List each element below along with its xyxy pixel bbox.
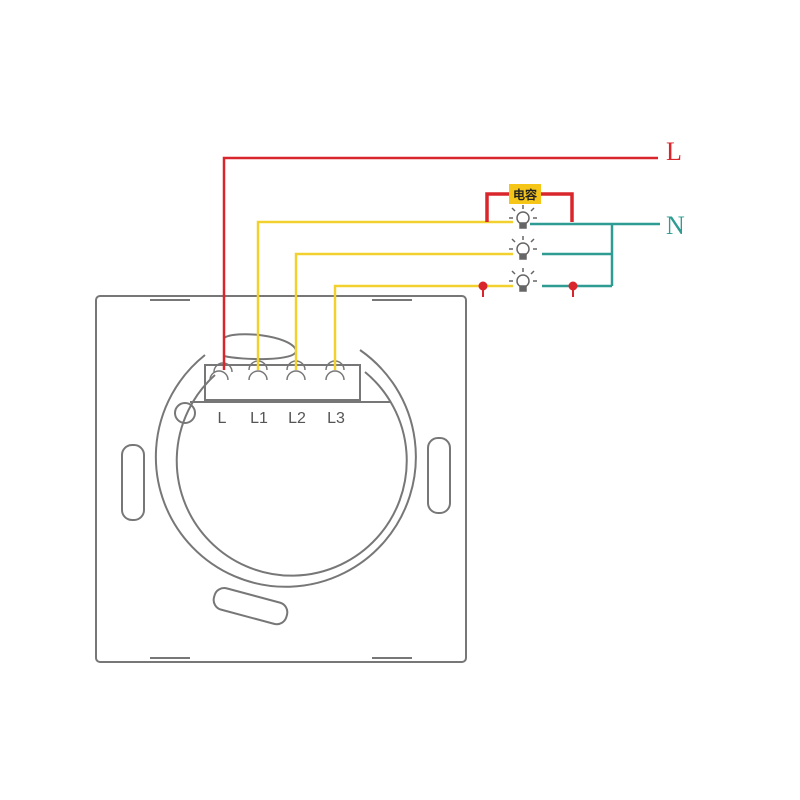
live-wire <box>222 156 658 370</box>
bulb-icon <box>509 268 537 292</box>
bulb-icon <box>509 205 537 229</box>
neutral-wires <box>530 222 660 288</box>
terminal-label-l3: L3 <box>327 410 345 427</box>
junction-dots <box>478 281 578 297</box>
capacitor-box <box>509 184 541 204</box>
switched-wire-l3 <box>333 284 513 370</box>
line-label: L <box>666 137 682 166</box>
bulb-icon <box>509 236 537 260</box>
terminal-label-l2: L2 <box>288 410 306 427</box>
capacitor-label: 电容 <box>513 187 537 202</box>
switched-wire-l2 <box>294 252 513 370</box>
neutral-label: N <box>666 211 685 240</box>
terminal-label-l: L <box>218 410 227 427</box>
terminal-label-l1: L1 <box>250 410 268 427</box>
switch-back-plate <box>95 295 467 663</box>
switched-wire-l1 <box>256 220 513 370</box>
